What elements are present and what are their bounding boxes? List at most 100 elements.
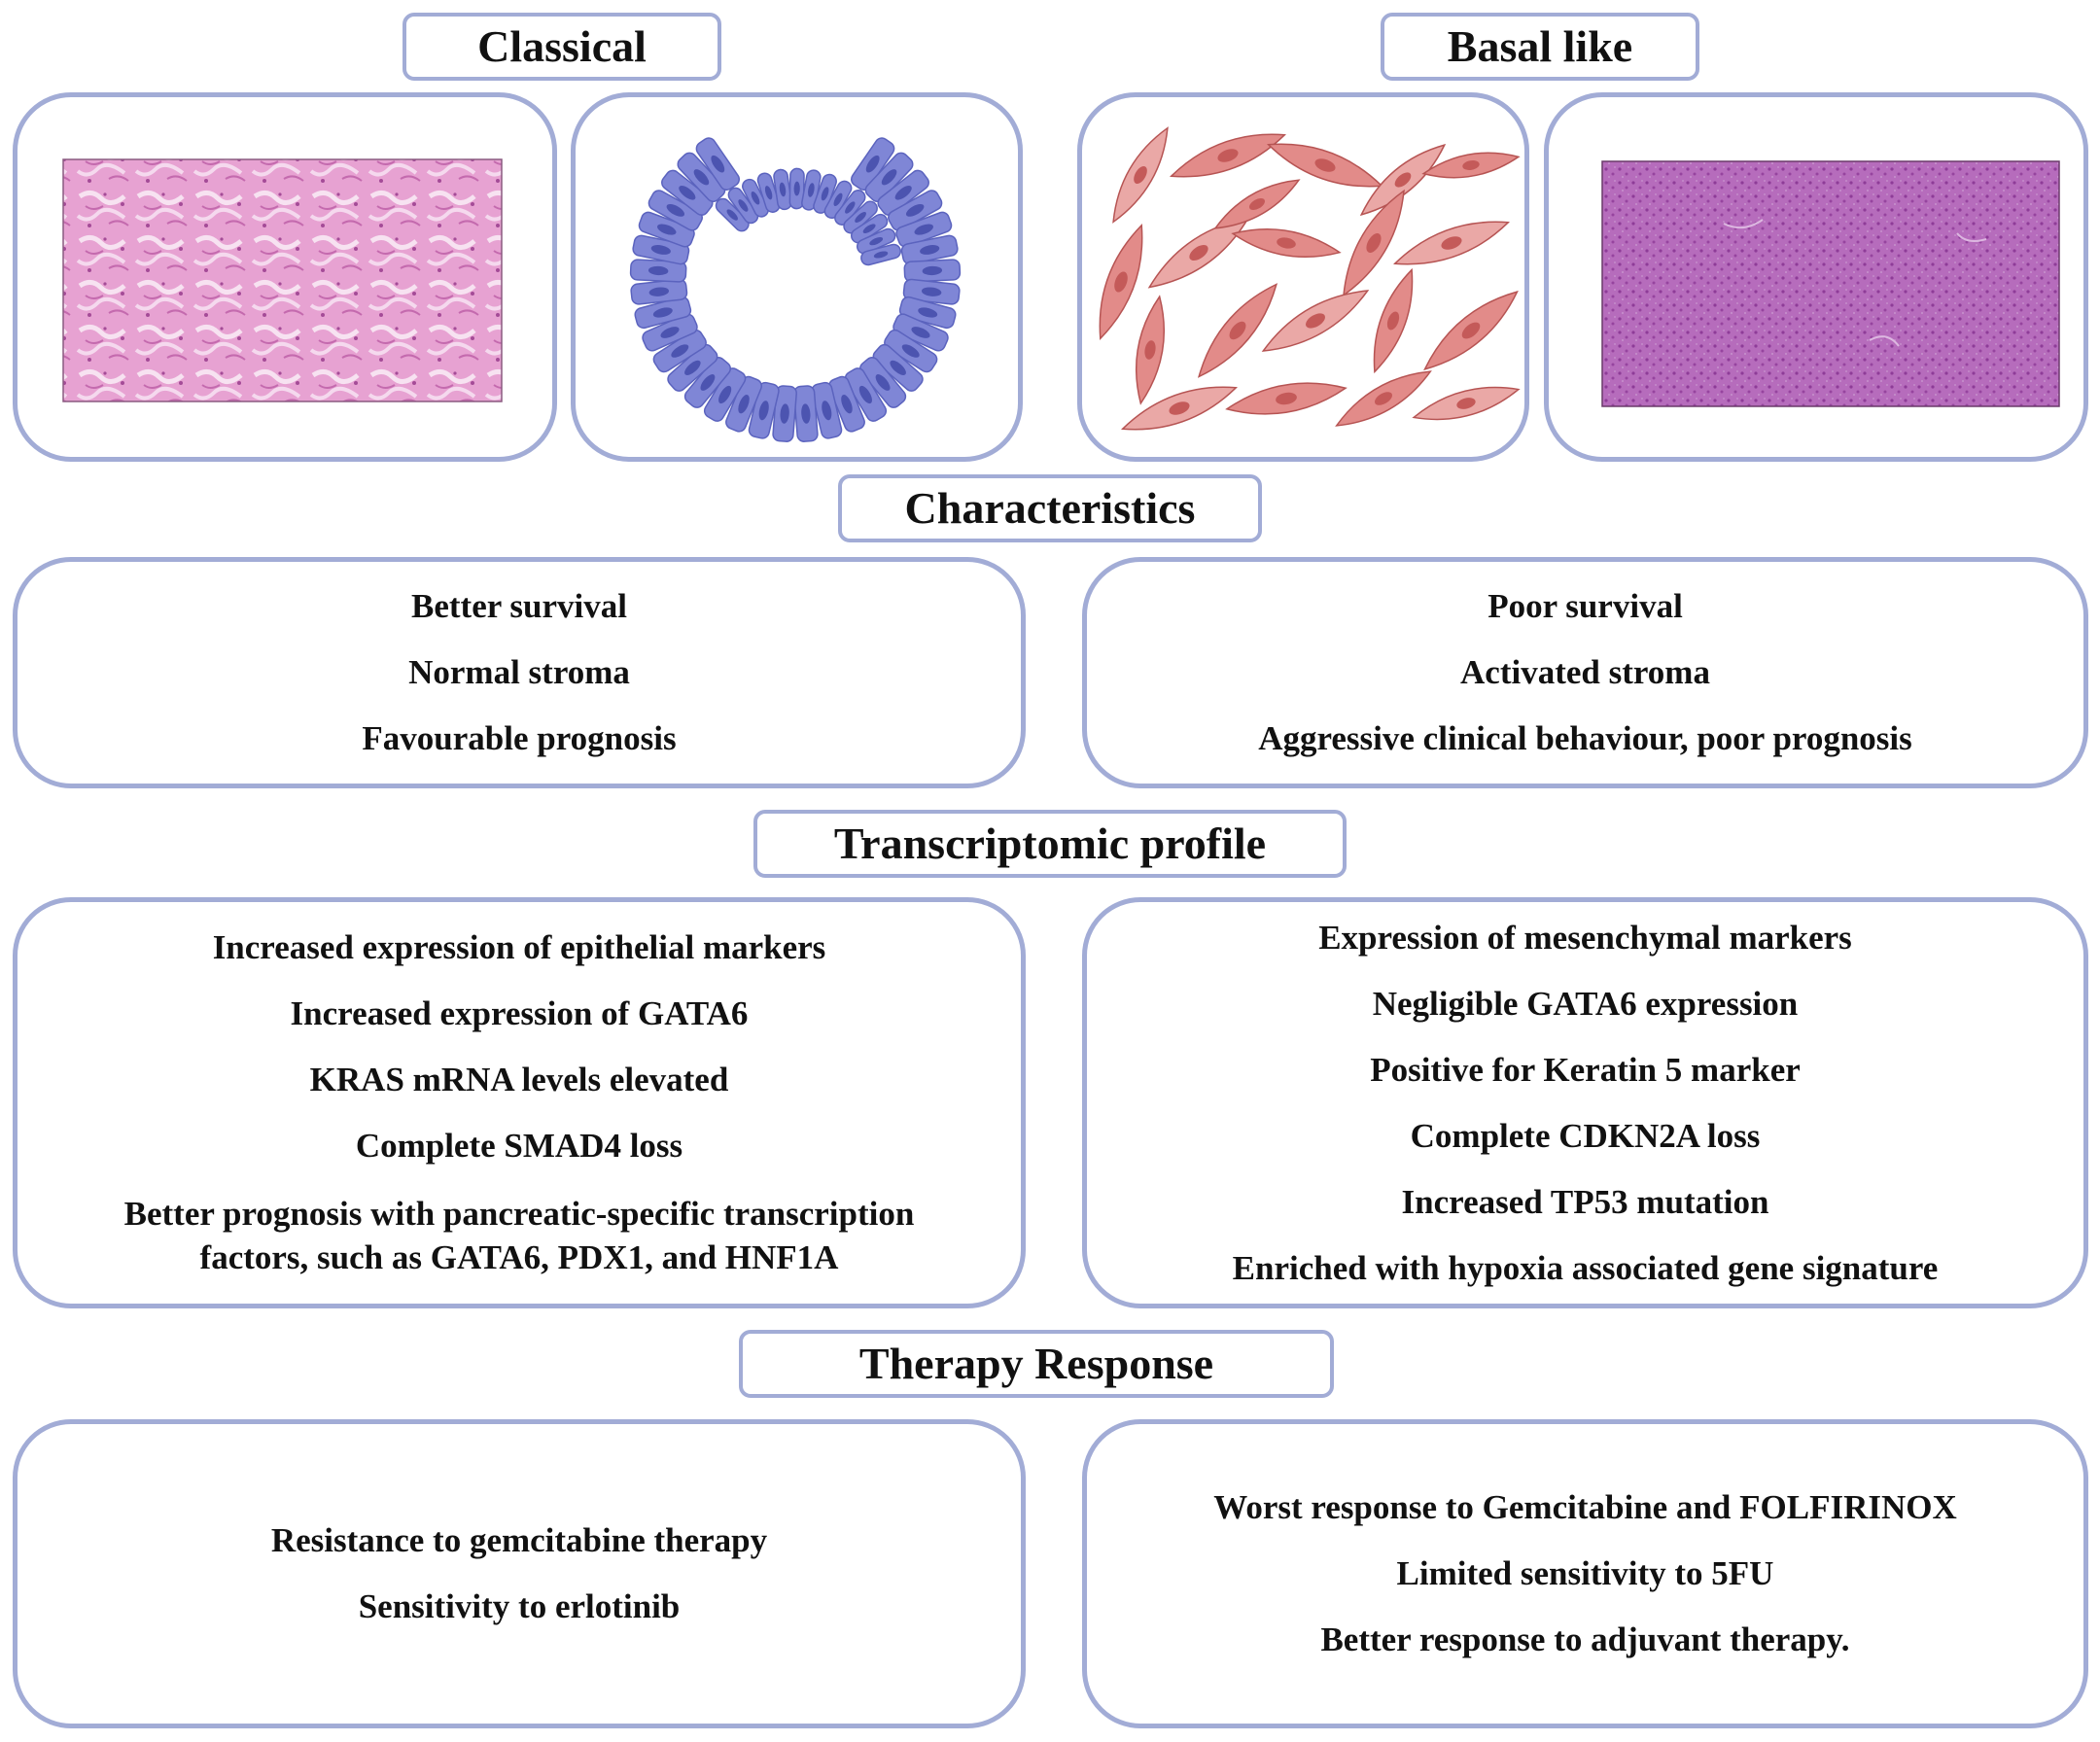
epithelial-nucleus bbox=[679, 186, 696, 200]
epithelial-nucleus bbox=[881, 169, 897, 186]
epithelial-nucleus bbox=[648, 287, 670, 296]
basal-therapy-item: Worst response to Gemcitabine and FOLFIR… bbox=[1213, 1488, 1957, 1526]
transcriptomic-header: Transcriptomic profile bbox=[753, 810, 1347, 878]
mesenchymal-nucleus bbox=[1169, 401, 1190, 415]
epithelial-nucleus bbox=[718, 385, 732, 404]
basal-like-header: Basal like bbox=[1381, 13, 1699, 81]
basal-transcriptomic-item: Complete CDKN2A loss bbox=[1410, 1116, 1761, 1155]
basal-characteristics-box: Poor survival Activated stroma Aggressiv… bbox=[1082, 557, 2088, 788]
epithelial-nucleus bbox=[751, 192, 760, 205]
epithelial-cell-ring bbox=[629, 137, 962, 442]
epithelial-nucleus bbox=[666, 203, 685, 217]
mesenchymal-nucleus bbox=[1249, 197, 1265, 211]
epithelial-nucleus bbox=[738, 395, 750, 414]
histology-basal-image bbox=[1601, 160, 2060, 407]
mesenchymal-nucleus bbox=[1441, 236, 1462, 250]
basal-characteristic-item: Activated stroma bbox=[1460, 653, 1710, 691]
mesenchymal-nucleus bbox=[1114, 271, 1128, 293]
classical-transcriptomic-item: Increased expression of GATA6 bbox=[290, 993, 749, 1032]
mesenchymal-nucleus bbox=[1306, 313, 1325, 329]
epithelial-nucleus bbox=[780, 403, 789, 424]
characteristics-header: Characteristics bbox=[838, 474, 1262, 542]
classical-histology-panel bbox=[13, 92, 557, 462]
epithelial-nucleus bbox=[875, 374, 891, 391]
classical-characteristic-item: Normal stroma bbox=[408, 653, 630, 691]
epithelial-nucleus bbox=[918, 307, 938, 318]
transcriptomic-title: Transcriptomic profile bbox=[833, 819, 1267, 868]
classical-characteristics-box: Better survival Normal stroma Favourable… bbox=[13, 557, 1026, 788]
classical-characteristic-item: Better survival bbox=[411, 587, 627, 625]
epithelial-nucleus bbox=[652, 307, 673, 318]
epithelial-nucleus bbox=[869, 236, 884, 246]
epithelial-nucleus bbox=[890, 360, 906, 375]
therapy-title: Therapy Response bbox=[858, 1339, 1214, 1388]
classical-characteristic-item: Favourable prognosis bbox=[362, 719, 677, 757]
basal-characteristic-item: Aggressive clinical behaviour, poor prog… bbox=[1258, 719, 1912, 757]
mesenchymal-nucleus bbox=[1229, 321, 1246, 340]
classical-therapy-box: Resistance to gemcitabine therapy Sensit… bbox=[13, 1419, 1026, 1728]
mesenchymal-nucleus bbox=[1144, 340, 1156, 360]
epithelial-nucleus bbox=[894, 186, 912, 200]
epithelial-nucleus bbox=[822, 401, 832, 421]
epithelial-nucleus bbox=[648, 265, 669, 276]
epithelial-nucleus bbox=[779, 182, 787, 197]
classical-transcriptomic-item: KRAS mRNA levels elevated bbox=[309, 1060, 729, 1098]
mesenchymal-nucleus bbox=[1217, 149, 1239, 162]
epithelial-nucleus bbox=[793, 181, 800, 196]
basal-transcriptomic-item: Positive for Keratin 5 marker bbox=[1370, 1050, 1801, 1089]
histology-classical-image bbox=[62, 158, 503, 402]
classical-transcriptomic-item: Complete SMAD4 loss bbox=[355, 1126, 683, 1165]
mesenchymal-nucleus bbox=[1189, 245, 1208, 261]
classical-cell-panel bbox=[571, 92, 1023, 462]
epithelial-nucleus bbox=[901, 344, 920, 358]
mesenchymal-cells-icon bbox=[1099, 126, 1521, 431]
mesenchymal-nucleus bbox=[1456, 398, 1476, 409]
epithelial-nucleus bbox=[821, 187, 829, 201]
epithelial-nucleus bbox=[711, 155, 725, 173]
mesenchymal-nucleus bbox=[1462, 160, 1480, 170]
classical-transcriptomic-item: Increased expression of epithelial marke… bbox=[212, 927, 826, 966]
basal-transcriptomic-item: Enriched with hypoxia associated gene si… bbox=[1232, 1248, 1939, 1287]
basal-transcriptomic-item: Expression of mesenchymal markers bbox=[1318, 918, 1852, 957]
epithelial-gland-icon bbox=[629, 137, 962, 442]
epithelial-nucleus bbox=[921, 287, 942, 296]
epithelial-nucleus bbox=[801, 403, 811, 424]
mesenchymal-nucleus bbox=[1394, 172, 1412, 188]
basal-histology-panel bbox=[1544, 92, 2088, 462]
epithelial-nucleus bbox=[862, 224, 876, 233]
epithelial-nucleus bbox=[922, 265, 943, 276]
classical-therapy-item: Sensitivity to erlotinib bbox=[358, 1587, 681, 1625]
epithelial-nucleus bbox=[650, 245, 671, 255]
epithelial-nucleus bbox=[855, 212, 866, 224]
characteristics-title: Characteristics bbox=[904, 483, 1196, 533]
epithelial-nucleus bbox=[833, 192, 843, 207]
basal-transcriptomic-box: Expression of mesenchymal markers Neglig… bbox=[1082, 897, 2088, 1308]
epithelial-nucleus bbox=[684, 360, 701, 375]
mesenchymal-nucleus bbox=[1366, 233, 1382, 253]
epithelial-nucleus bbox=[808, 183, 815, 197]
epithelial-nucleus bbox=[660, 327, 680, 338]
epithelial-nucleus bbox=[758, 401, 769, 421]
epithelial-nucleus bbox=[671, 344, 689, 358]
mesenchymal-nucleus bbox=[1461, 322, 1481, 339]
epithelial-nucleus bbox=[845, 201, 856, 214]
basal-cell-panel bbox=[1077, 92, 1529, 462]
classical-transcriptomic-item: Better prognosis with pancreatic-specifi… bbox=[123, 1194, 915, 1276]
epithelial-nucleus bbox=[700, 374, 716, 391]
epithelial-nucleus bbox=[858, 385, 872, 404]
mesenchymal-nucleus bbox=[1277, 237, 1296, 249]
mesenchymal-nucleus bbox=[1375, 392, 1392, 405]
epithelial-nucleus bbox=[865, 155, 880, 173]
epithelial-nucleus bbox=[911, 327, 930, 338]
basal-transcriptomic-item: Negligible GATA6 expression bbox=[1372, 984, 1799, 1023]
therapy-header: Therapy Response bbox=[739, 1330, 1334, 1398]
epithelial-nucleus bbox=[841, 395, 853, 414]
epithelial-nucleus bbox=[873, 251, 889, 259]
mesenchymal-nucleus bbox=[1134, 166, 1147, 184]
classical-header: Classical bbox=[402, 13, 721, 81]
epithelial-nucleus bbox=[905, 203, 925, 217]
classical-transcriptomic-box: Increased expression of epithelial marke… bbox=[13, 897, 1026, 1308]
classical-label: Classical bbox=[477, 21, 647, 71]
mesenchymal-nucleus bbox=[1386, 311, 1400, 331]
epithelial-nucleus bbox=[693, 169, 710, 186]
